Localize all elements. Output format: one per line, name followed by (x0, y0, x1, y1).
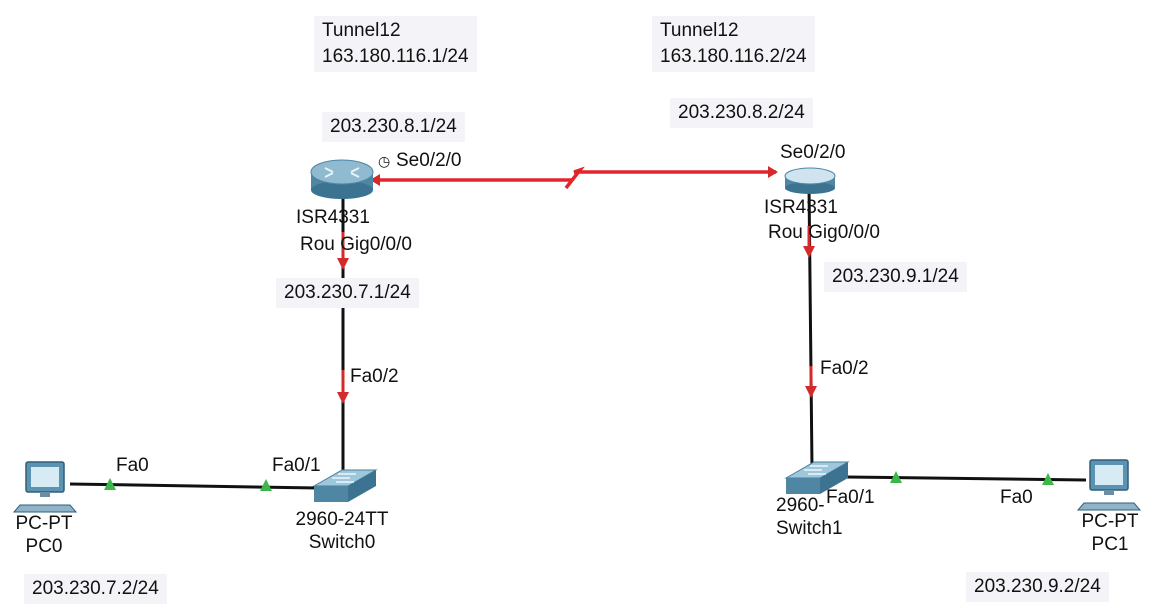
note-r1-gig-ip: 203.230.9.1/24 (824, 262, 967, 292)
router0-icon[interactable] (310, 159, 374, 199)
note-r0-gig-ip: 203.230.7.1/24 (276, 278, 419, 308)
note-r0-tunnel-name: Tunnel12 (322, 20, 401, 41)
pc1-icon[interactable] (1076, 459, 1142, 511)
serial-end-r0 (370, 174, 380, 186)
label-sw0-fa01: Fa0/1 (272, 455, 321, 476)
label-sw1-fa01: Fa0/1 (826, 487, 875, 508)
link-pc0-marker (104, 478, 116, 490)
pc0-label: PC-PT PC0 (4, 512, 84, 558)
label-pc1-fa0: Fa0 (1000, 487, 1033, 508)
switch0-name: Switch0 (308, 532, 376, 553)
note-pc1-ip: 203.230.9.2/24 (966, 572, 1109, 602)
switch1-label: 2960- Switch1 (776, 494, 843, 540)
link-sw1-fa01-marker (890, 471, 902, 483)
link-sw0-fa01-marker (260, 479, 272, 491)
switch0-model: 2960-24TT (295, 509, 389, 530)
label-sw0-fa02: Fa0/2 (350, 366, 399, 387)
note-r1-serial-ip: 203.230.8.2/24 (670, 98, 813, 128)
pc1-name: PC1 (1091, 534, 1129, 555)
pc1-model: PC-PT (1081, 511, 1139, 532)
pc0-name: PC0 (25, 536, 63, 557)
serial-link[interactable] (370, 166, 776, 190)
label-r1-serial-port: Se0/2/0 (780, 142, 846, 163)
switch0-label: 2960-24TT Switch0 (282, 508, 402, 554)
serial-end-r1 (768, 166, 778, 178)
router1-label: ISR4331 (764, 197, 838, 218)
link-pc1-marker (1042, 473, 1054, 485)
note-r0-tunnel: Tunnel12 163.180.116.1/24 (314, 16, 477, 72)
note-r1-tunnel-name: Tunnel12 (660, 20, 739, 41)
link-sw0-fa02-marker (337, 392, 349, 404)
note-r0-serial-ip: 203.230.8.1/24 (322, 112, 465, 142)
router1-icon[interactable] (784, 167, 836, 194)
link-sw1-fa02-marker (805, 386, 817, 398)
pc0-model: PC-PT (15, 513, 73, 534)
label-r0-serial-port: Se0/2/0 (396, 150, 462, 171)
note-pc0-ip: 203.230.7.2/24 (24, 574, 167, 604)
switch0-icon[interactable] (312, 469, 378, 502)
router0-label: ISR4331 (296, 207, 370, 228)
switch1-icon[interactable] (784, 461, 850, 494)
link-r1-gig-marker (803, 246, 815, 258)
switch1-name: Switch1 (776, 518, 843, 539)
note-r1-tunnel: Tunnel12 163.180.116.2/24 (652, 16, 815, 72)
label-pc0-fa0: Fa0 (116, 455, 149, 476)
note-r1-tunnel-ip: 163.180.116.2/24 (660, 46, 807, 67)
link-r0-gig-marker (337, 258, 349, 270)
clock-icon: ◷ (378, 153, 391, 169)
note-r0-tunnel-ip: 163.180.116.1/24 (322, 46, 469, 67)
pc0-icon[interactable] (12, 461, 78, 513)
pc1-label: PC-PT PC1 (1070, 510, 1150, 556)
switch1-model: 2960- (776, 495, 825, 516)
label-r0-gig-port: Rou Gig0/0/0 (300, 234, 412, 255)
label-sw1-fa02: Fa0/2 (820, 358, 869, 379)
label-r1-gig-port: Rou Gig0/0/0 (768, 222, 880, 243)
